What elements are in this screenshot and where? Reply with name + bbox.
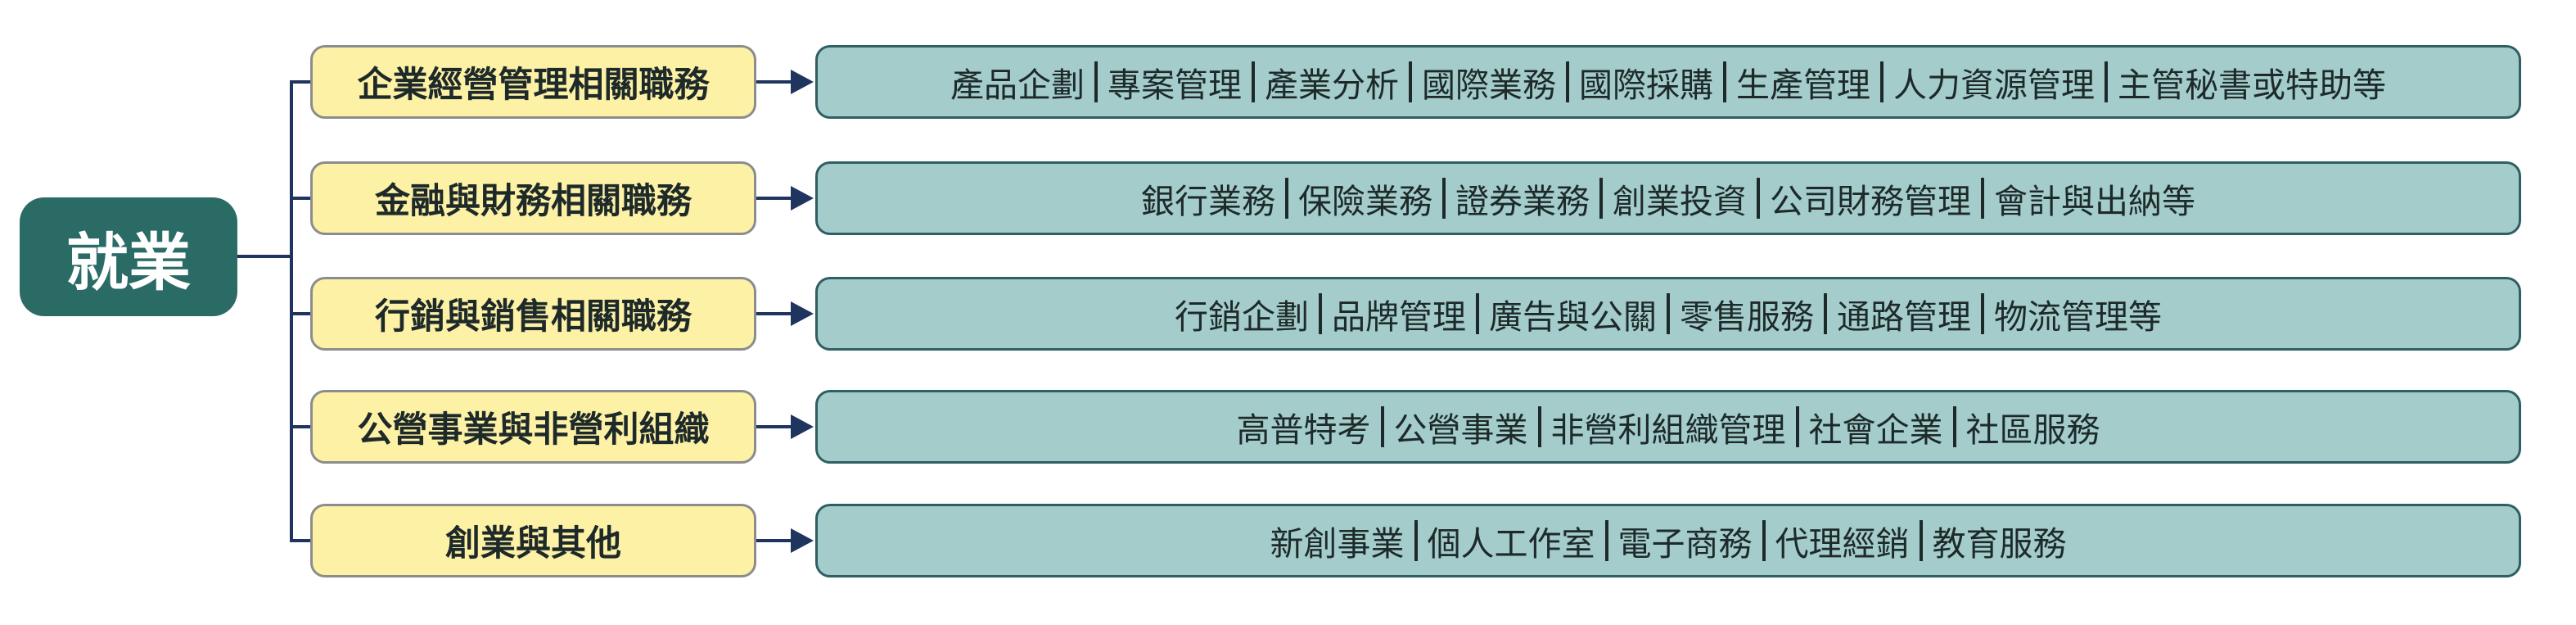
detail-item: 證券業務 — [1455, 182, 1590, 221]
item-separator — [1762, 520, 1766, 561]
item-separator — [1604, 520, 1608, 561]
detail-item: 非營利組織管理 — [1550, 410, 1786, 450]
arrow-head — [791, 414, 814, 439]
detail-item: 產業分析 — [1265, 66, 1399, 105]
detail-item: 產品企劃 — [950, 66, 1085, 105]
detail-item: 社會企業 — [1808, 410, 1943, 450]
item-separator — [1981, 178, 1984, 219]
detail-item: 專案管理 — [1108, 66, 1242, 105]
category-node: 企業經營管理相關職務 — [310, 45, 756, 119]
category-node: 創業與其他 — [310, 504, 756, 577]
detail-item: 代理經銷 — [1775, 524, 1910, 564]
detail-item: 新創事業 — [1270, 524, 1405, 564]
category-label: 金融與財務相關職務 — [375, 181, 692, 222]
item-separator — [1094, 61, 1098, 102]
item-separator — [1667, 293, 1670, 334]
detail-item: 物流管理等 — [1994, 297, 2162, 337]
detail-item: 社區服務 — [1965, 410, 2100, 450]
detail-item: 國際採購 — [1579, 66, 1713, 105]
detail-item: 創業投資 — [1613, 182, 1747, 221]
arrow-head — [791, 301, 814, 326]
arrow-head — [791, 70, 814, 94]
item-separator — [1952, 406, 1956, 447]
detail-node: 高普特考公營事業非營利組織管理社會企業社區服務 — [815, 390, 2521, 464]
item-separator — [1919, 520, 1923, 561]
item-separator — [2105, 61, 2108, 102]
item-separator — [1537, 406, 1541, 447]
item-separator — [1380, 406, 1384, 447]
item-separator — [1442, 178, 1446, 219]
category-label: 行銷與銷售相關職務 — [375, 297, 692, 337]
detail-item: 行銷企劃 — [1175, 297, 1309, 337]
detail-item: 主管秘書或特助等 — [2118, 66, 2386, 105]
item-separator — [1319, 293, 1322, 334]
category-label: 創業與其他 — [445, 523, 621, 564]
item-separator — [1409, 61, 1412, 102]
detail-item: 會計與出納等 — [1994, 182, 2195, 221]
item-separator — [1599, 178, 1603, 219]
detail-node: 銀行業務保險業務證券業務創業投資公司財務管理會計與出納等 — [815, 161, 2521, 235]
category-node: 公營事業與非營利組織 — [310, 390, 756, 464]
item-separator — [1723, 61, 1726, 102]
detail-node: 新創事業個人工作室電子商務代理經銷教育服務 — [815, 504, 2521, 577]
item-separator — [1795, 406, 1799, 447]
item-separator — [1981, 293, 1984, 334]
category-node: 行銷與銷售相關職務 — [310, 277, 756, 351]
detail-item: 通路管理 — [1837, 297, 1971, 337]
item-separator — [1880, 61, 1884, 102]
detail-item: 廣告與公關 — [1489, 297, 1657, 337]
detail-item: 教育服務 — [1932, 524, 2067, 564]
detail-item: 保險業務 — [1298, 182, 1432, 221]
detail-item: 公營事業 — [1393, 410, 1528, 450]
detail-item: 生產管理 — [1736, 66, 1870, 105]
root-node-employment: 就業 — [20, 197, 237, 316]
detail-item: 公司財務管理 — [1770, 182, 1971, 221]
arrow-head — [791, 528, 814, 553]
detail-item: 銀行業務 — [1141, 182, 1275, 221]
root-label: 就業 — [66, 225, 191, 299]
category-label: 企業經營管理相關職務 — [357, 65, 710, 106]
detail-item: 國際業務 — [1422, 66, 1556, 105]
item-separator — [1476, 293, 1479, 334]
detail-item: 電子商務 — [1617, 524, 1753, 564]
detail-item: 人力資源管理 — [1893, 66, 2095, 105]
detail-item: 個人工作室 — [1427, 524, 1595, 564]
category-label: 公營事業與非營利組織 — [357, 410, 710, 451]
arrow-head — [791, 186, 814, 211]
detail-item: 品牌管理 — [1332, 297, 1466, 337]
category-node: 金融與財務相關職務 — [310, 161, 756, 235]
item-separator — [1566, 61, 1569, 102]
detail-item: 零售服務 — [1680, 297, 1814, 337]
item-separator — [1252, 61, 1255, 102]
detail-node: 產品企劃專案管理產業分析國際業務國際採購生產管理人力資源管理主管秘書或特助等 — [815, 45, 2521, 119]
item-separator — [1285, 178, 1288, 219]
item-separator — [1414, 520, 1418, 561]
item-separator — [1757, 178, 1760, 219]
item-separator — [1824, 293, 1827, 334]
detail-node: 行銷企劃品牌管理廣告與公關零售服務通路管理物流管理等 — [815, 277, 2521, 351]
detail-item: 高普特考 — [1236, 410, 1371, 450]
